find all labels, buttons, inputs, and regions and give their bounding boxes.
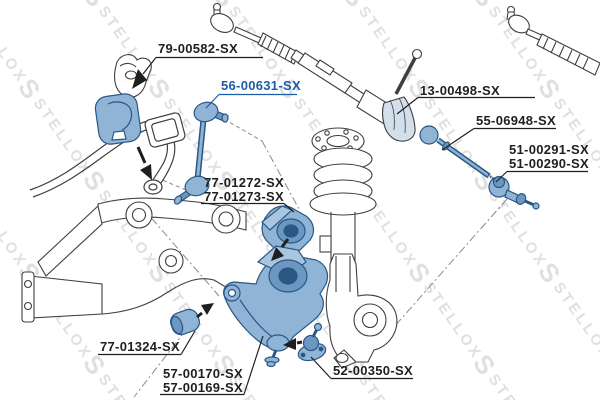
part-number: 57-00169-SX (163, 379, 243, 395)
stabilizer-bushing-part[interactable] (94, 92, 142, 145)
outer-tie-rod-end-part[interactable] (488, 175, 540, 210)
part-label-77-01324-SX[interactable]: 77-01324-SX (100, 340, 180, 354)
steering-rack-drawing (210, 2, 423, 142)
control-arm-part[interactable] (222, 245, 329, 368)
arm-front-bushing-part[interactable] (168, 307, 202, 337)
part-label-57-00170-SX[interactable]: 57-00170-SX 57-00169-SX (163, 367, 243, 394)
ball-joint-part[interactable] (296, 322, 327, 364)
install-arrows (132, 69, 303, 350)
part-number: 79-00582-SX (158, 41, 238, 56)
tie-rod-partial-drawing (506, 5, 600, 76)
steering-knuckle-drawing (325, 253, 398, 369)
label-leader-lines (98, 56, 588, 396)
stabilizer-bracket-drawing (114, 54, 152, 98)
stabilizer-clamp-part[interactable] (261, 205, 315, 256)
part-number: 13-00498-SX (420, 83, 500, 98)
part-label-52-00350-SX[interactable]: 52-00350-SX (333, 364, 413, 378)
part-label-79-00582-SX[interactable]: 79-00582-SX (158, 42, 238, 56)
stabilizer-link-part[interactable] (173, 100, 229, 206)
part-label-77-01272-SX[interactable]: 77-01272-SX 77-01273-SX (204, 176, 284, 203)
stabilizer-bar-drawing (29, 112, 186, 198)
part-label-55-06948-SX[interactable]: 55-06948-SX (476, 114, 556, 128)
subframe-drawing (21, 197, 247, 323)
part-number: 52-00350-SX (333, 363, 413, 378)
part-number: 56-00631-SX (221, 78, 301, 93)
part-number: 51-00291-SX (509, 142, 589, 157)
part-number: 57-00170-SX (163, 366, 243, 381)
inner-tie-rod-part[interactable] (419, 125, 498, 182)
part-number: 77-01324-SX (100, 339, 180, 354)
part-label-51-00291-SX[interactable]: 51-00291-SX 51-00290-SX (509, 143, 589, 170)
part-number: 77-01272-SX (204, 175, 284, 190)
part-number: 77-01273-SX (204, 188, 284, 204)
part-number: 55-06948-SX (476, 113, 556, 128)
part-number: 51-00290-SX (509, 155, 589, 171)
strut-spring-drawing (309, 127, 377, 268)
part-label-56-00631-SX[interactable]: 56-00631-SX (221, 79, 301, 93)
part-label-13-00498-SX[interactable]: 13-00498-SX (420, 84, 500, 98)
